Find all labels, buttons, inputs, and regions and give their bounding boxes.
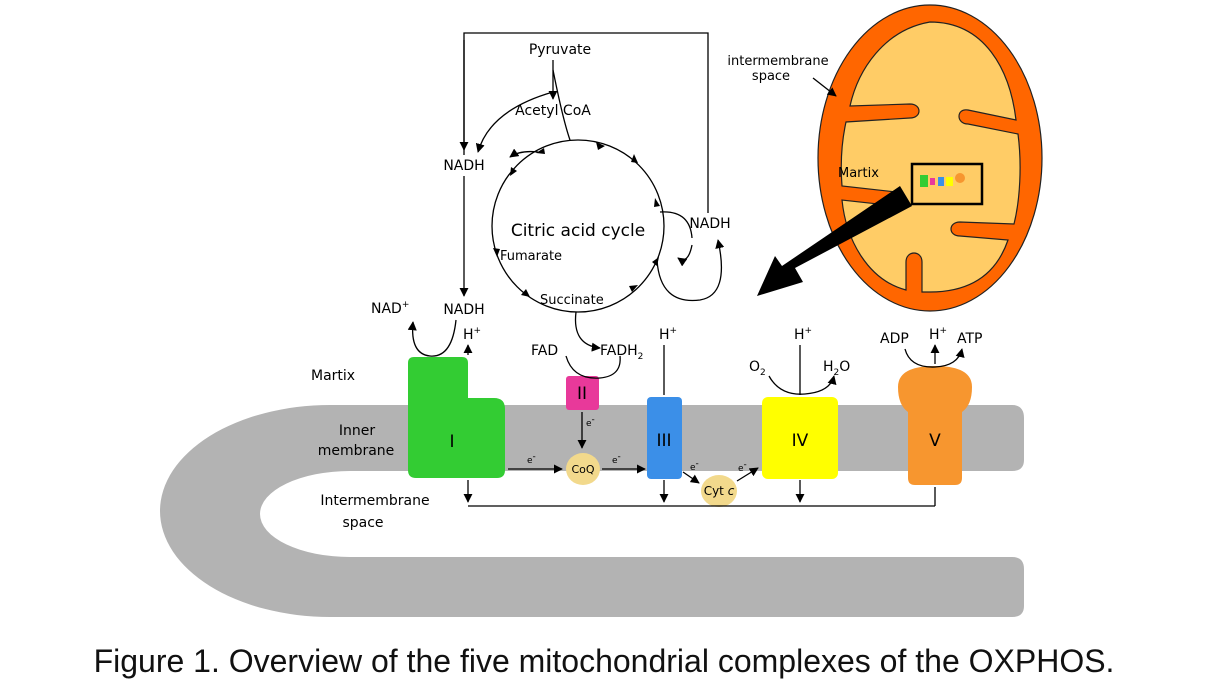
mito-intermembrane-label-1: intermembrane (727, 54, 828, 69)
fad-reaction: FAD FADH2 (531, 343, 643, 379)
mito-matrix (840, 21, 1021, 293)
inner-membrane-label-2: membrane (318, 443, 395, 459)
h-plus-IV: H+ (794, 326, 812, 343)
svg-text:e-: e- (586, 415, 595, 429)
fadh2-label: FADH2 (600, 343, 643, 362)
complex-III-label: III (656, 431, 671, 451)
citric-acid-cycle: Citric acid cycle Fumarate Succinate Pyr… (371, 32, 731, 357)
cycle-circle (491, 139, 665, 313)
cytc-carrier: Cyt c (701, 475, 737, 507)
complex-I: I (408, 357, 505, 478)
nad-plus-label: NAD+ (371, 300, 409, 317)
o2-label: O2 (749, 359, 766, 378)
complex-I-shape (408, 357, 505, 478)
complex-I-label: I (449, 432, 454, 452)
svg-text:e-: e- (527, 452, 536, 466)
h-plus-V: H+ (929, 326, 947, 343)
h2o-label: H2O (823, 359, 850, 378)
complex-V: V (898, 366, 972, 485)
coq-label: CoQ (571, 463, 594, 476)
cycle-title: Citric acid cycle (511, 221, 645, 241)
complex-IV-label: IV (792, 431, 809, 451)
zoom-arrow (757, 186, 912, 296)
fad-label: FAD (531, 343, 558, 359)
h-plus-III: H+ (659, 326, 677, 343)
nadh-bottom-label: NADH (443, 302, 484, 318)
nadh-left-label: NADH (443, 158, 484, 174)
svg-text:e-: e- (738, 460, 747, 474)
complex-II-shape (566, 376, 599, 410)
svg-text:e-: e- (612, 452, 621, 466)
svg-text:e-: e- (690, 459, 699, 473)
h-plus-I: H+ (463, 326, 481, 343)
atp-reaction: ADP ATP (880, 331, 982, 368)
complex-V-shape (898, 366, 972, 485)
electron-flow: e- e- e- e- e- (508, 412, 759, 484)
complex-V-label: V (929, 431, 941, 451)
adp-label: ADP (880, 331, 909, 347)
acetyl-coa-label: Acetyl CoA (515, 103, 591, 119)
complex-III: III (647, 397, 682, 479)
fumarate-label: Fumarate (500, 249, 562, 264)
intermembrane-label-1: Intermembrane (320, 493, 429, 509)
complex-II-label: II (577, 384, 587, 404)
mito-matrix-label: Martix (838, 166, 879, 181)
complex-IV: IV (762, 397, 838, 479)
coq-carrier: CoQ (566, 453, 600, 485)
cycle-arrowheads (493, 142, 660, 297)
cytc-label: Cyt c (704, 484, 735, 498)
intermembrane-label-2: space (342, 515, 383, 531)
mito-intermembrane-label-2: space (752, 69, 790, 84)
inner-membrane-label-1: Inner (339, 423, 375, 439)
figure-caption: Figure 1. Overview of the five mitochond… (93, 643, 1115, 679)
proton-lines: H+ H+ H+ H+ (463, 326, 947, 507)
complex-IV-shape (762, 397, 838, 479)
zoom-box (910, 162, 984, 206)
matrix-label: Martix (311, 368, 355, 384)
pyruvate-label: Pyruvate (529, 42, 591, 58)
atp-label: ATP (957, 331, 982, 347)
complex-II: II (566, 376, 599, 410)
oxygen-reaction: O2 H2O (749, 359, 850, 395)
complex-III-shape (647, 397, 682, 479)
nadh-right-label: NADH (689, 216, 730, 232)
inner-membrane (160, 405, 1024, 617)
mitochondrion: Martix intermembrane space (727, 4, 1043, 312)
succinate-label: Succinate (540, 293, 604, 308)
